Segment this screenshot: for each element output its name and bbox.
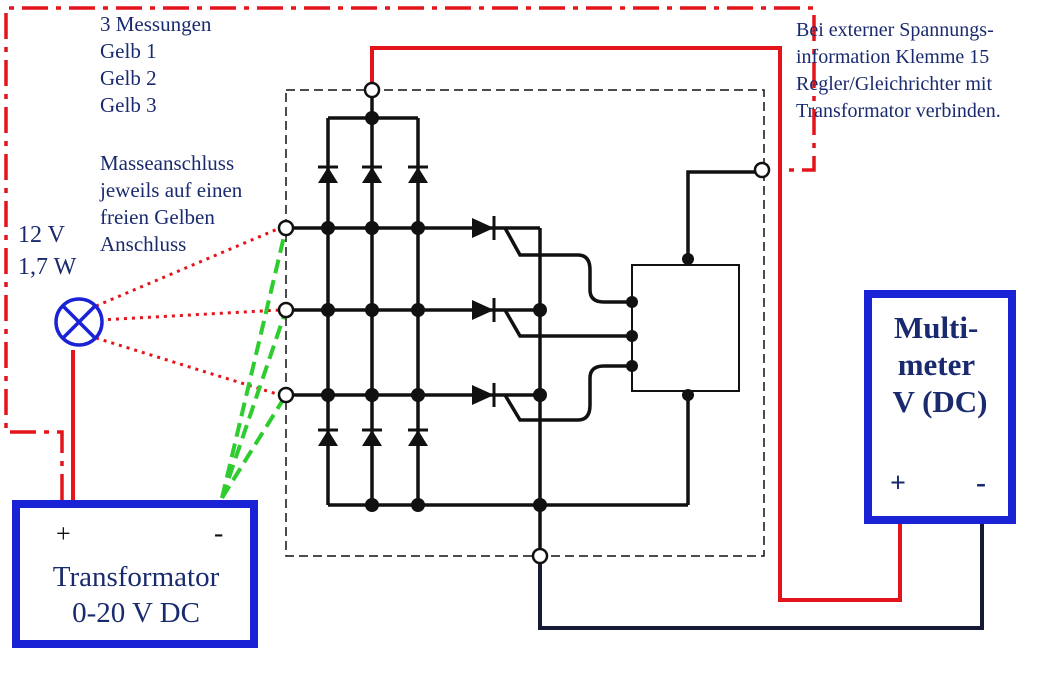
multimeter-plus: +: [890, 468, 906, 499]
ground-note: Masseanschluss jeweils auf einen freien …: [99, 151, 248, 256]
measurements-line: Gelb 3: [100, 93, 157, 117]
transformer-minus: -: [214, 518, 223, 549]
multimeter-line: Multi-: [894, 310, 978, 345]
diode-upper-3: [406, 165, 430, 185]
ground-line: Anschluss: [100, 232, 186, 256]
measurements-note: 3 Messungen Gelb 1 Gelb 2 Gelb 3: [100, 12, 217, 117]
junction-dots: [321, 111, 694, 512]
diode-lower-3: [406, 428, 430, 448]
diode-lower-2: [360, 428, 384, 448]
multimeter-line: V (DC): [893, 384, 988, 419]
transformer-plus: +: [56, 519, 71, 548]
measurements-line: 3 Messungen: [100, 12, 212, 36]
external-voltage-wire: [4, 6, 816, 500]
ground-leads: [220, 227, 288, 500]
external-line: Regler/Gleichrichter mit: [796, 73, 992, 95]
multimeter-box: [864, 290, 1016, 524]
thyristor-3: [472, 383, 496, 407]
thyristor-1: [472, 216, 496, 240]
transformer-range: 0-20 V DC: [72, 597, 200, 629]
lamp-icon: [54, 297, 104, 347]
ground-line: Masseanschluss: [100, 151, 234, 175]
diode-upper-1: [316, 165, 340, 185]
external-note: Bei externer Spannungs- information Klem…: [796, 19, 1001, 122]
external-line: information Klemme 15: [796, 46, 989, 68]
ground-line: jeweils auf einen: [99, 178, 243, 202]
lamp-power: 1,7 W: [18, 254, 77, 280]
multimeter-minus: -: [976, 466, 986, 499]
thyristor-2: [472, 298, 496, 322]
diode-upper-2: [360, 165, 384, 185]
measurements-line: Gelb 2: [100, 66, 157, 90]
red-wires: [71, 46, 902, 602]
transformer-label: Transformator: [53, 561, 220, 593]
transformer-box: [12, 500, 258, 648]
regulator-ic: [631, 264, 740, 392]
external-line: Bei externer Spannungs-: [796, 19, 994, 41]
terminals: [277, 81, 771, 565]
multimeter-label: Multi- meter V (DC): [893, 310, 988, 419]
measurements-line: Gelb 1: [100, 39, 157, 63]
multimeter-line: meter: [898, 347, 976, 382]
regulator-housing: [285, 89, 765, 557]
diode-lower-1: [316, 428, 340, 448]
ground-wire: [538, 498, 984, 630]
lamp-voltage: 12 V: [18, 222, 66, 248]
external-line: Transformator verbinden.: [796, 100, 1001, 122]
ground-line: freien Gelben: [100, 205, 215, 229]
